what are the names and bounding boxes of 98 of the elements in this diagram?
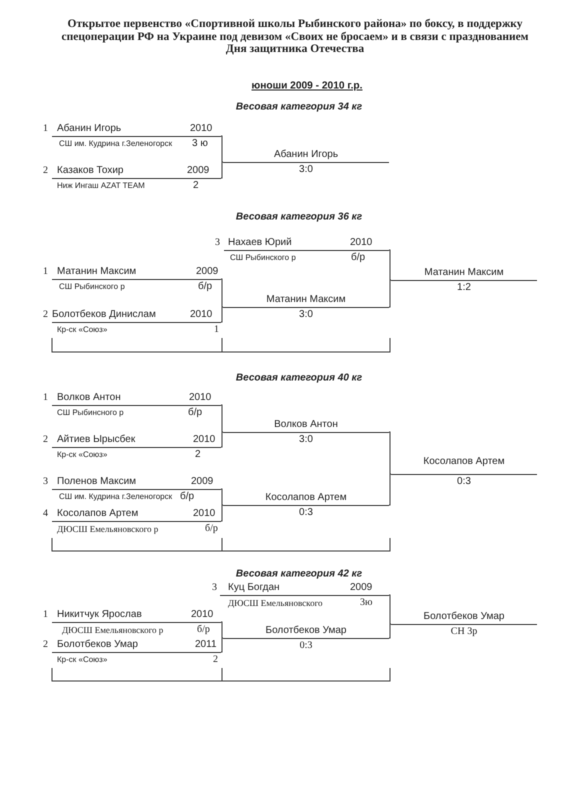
birth-year: 2009: [196, 265, 218, 279]
seed-number: 1: [43, 265, 48, 279]
bracket-connector: [388, 250, 392, 280]
sport-rank: б/р: [180, 490, 194, 504]
birth-year: 2010: [191, 608, 214, 622]
winner-name: Болотбеков Умар: [424, 611, 504, 622]
birth-year: 2010: [350, 236, 372, 250]
birth-year: 2010: [193, 507, 216, 521]
bracket-connector: [388, 594, 392, 624]
competitor-name: Косолапов Артем: [57, 507, 138, 521]
competitor-name: Болотбеков Умар: [57, 638, 138, 652]
club-name: СШ Рыбинсного р: [57, 407, 124, 419]
birth-year: 2009: [191, 475, 214, 489]
weight-category-heading: Весовая категория 36 кг: [236, 210, 362, 224]
club-name: ДЮСШ Емельяновского: [228, 597, 323, 610]
seed-number: 2: [43, 164, 48, 178]
age-group-heading: юноши 2009 - 2010 г.р.: [252, 80, 362, 92]
club-name: Кр-ск «Союз»: [57, 654, 108, 666]
weight-category-heading: Весовая категория 42 кг: [236, 568, 362, 580]
sport-rank: б/р: [188, 406, 202, 420]
sport-rank: 2: [193, 179, 199, 193]
bracket-connector: [220, 162, 224, 178]
birth-year: 2010: [190, 122, 212, 136]
sport-rank: б/р: [198, 280, 212, 294]
club-name: ДЮСШ Емельяновского р: [57, 523, 158, 536]
sport-rank: 1: [214, 323, 219, 337]
birth-year: 2010: [189, 391, 212, 405]
bracket-connector: [388, 624, 392, 638]
bout-score: 0:3: [457, 476, 471, 487]
bout-score: 1:2: [457, 282, 471, 293]
bout-score: 3:0: [299, 309, 313, 320]
bracket-connector: [220, 404, 224, 432]
sport-rank: 2: [213, 653, 218, 667]
bout-score: 0:3: [299, 507, 313, 518]
bracket-connector: [388, 474, 392, 506]
competitor-name: Нахаев Юрий: [228, 236, 292, 250]
birth-year: 2009: [350, 581, 372, 595]
title: Открытое первенство «Спортивной школы Рыбинского района» по боксу, в поддержку спецоперации РФ на Украине под девизом «Своих не бросаем» и в связи с празднованием Дня защитника Отечества: [60, 18, 530, 56]
winner-name: Матанин Максим: [424, 267, 504, 278]
bracket-connector: [220, 136, 224, 162]
bracket-connector: [220, 638, 224, 652]
seed-number: 3: [212, 581, 217, 595]
birth-year: 2009: [187, 164, 210, 178]
competitor-name: Волков Антон: [57, 391, 121, 405]
competitor-name: Абанин Игорь: [57, 122, 122, 136]
weight-category-heading: Весовая категория 34 кг: [236, 100, 362, 114]
seed-number: 2: [43, 308, 48, 322]
birth-year: 2010: [193, 433, 216, 447]
seed-number: 2: [43, 638, 48, 652]
sport-rank: б/р: [351, 251, 366, 265]
seed-number: 1: [43, 391, 48, 405]
bout-score: 3:0: [299, 434, 313, 445]
club-name: ДЮСШ Емельяновского р: [62, 624, 164, 637]
weight-category-heading: Весовая категория 40 кг: [236, 372, 362, 384]
club-name: Ниж Ингаш AZAT TEAM: [57, 180, 145, 192]
competitor-name: Матанин Максим: [57, 265, 136, 279]
club-name: СШ Рыбинского р: [59, 281, 125, 293]
winner-name: Косолапов Артем: [423, 456, 505, 467]
bracket-connector: [220, 306, 224, 322]
winner-name: Волков Антон: [274, 419, 338, 430]
birth-year: 2010: [190, 308, 212, 322]
bracket-connector: [220, 278, 224, 308]
competitor-name: Болотбеков Динислам: [52, 308, 156, 322]
seed-number: 1: [43, 608, 48, 622]
sport-rank: б/р: [205, 522, 218, 536]
club-name: СШ Рыбинского р: [230, 252, 296, 264]
winner-name: Косолапов Артем: [265, 492, 347, 503]
bracket-connector: [220, 504, 224, 522]
seed-number: 3: [43, 475, 48, 489]
bout-score: 3:0: [299, 164, 313, 175]
winner-name: Матанин Максим: [266, 294, 346, 305]
seed-number: 2: [43, 433, 48, 447]
winner-name: Болотбеков Умар: [266, 625, 346, 636]
competitor-name: Никитчук Ярослав: [57, 608, 142, 622]
club-name: Кр-ск «Союз»: [57, 449, 108, 461]
bracket-connector: [220, 622, 224, 638]
sport-rank: 2: [195, 448, 201, 462]
birth-year: 2011: [195, 638, 217, 652]
bout-score: 0:3: [300, 640, 312, 651]
club-name: Кр-ск «Союз»: [57, 324, 108, 336]
competitor-name: Айтиев Ырысбек: [57, 433, 136, 447]
bracket-connector: [220, 432, 224, 448]
seed-number: 1: [43, 122, 48, 136]
competitor-name: Поленов Максим: [57, 475, 136, 489]
club-name: СШ им. Кудрина г.Зеленогорск: [59, 138, 172, 150]
sport-rank: 3ю: [360, 596, 372, 610]
winner-name: Абанин Игорь: [274, 149, 338, 160]
seed-number: 4: [43, 507, 48, 521]
bout-score: СН 3р: [450, 626, 478, 637]
competitor-name: Куц Богдан: [228, 581, 280, 595]
bracket-connector: [220, 488, 224, 506]
seed-number: 3: [215, 236, 220, 250]
sport-rank: б/р: [197, 623, 210, 637]
bracket-connector: [388, 432, 392, 474]
sport-rank: 3 ю: [192, 137, 208, 151]
bracket-connector: [388, 280, 392, 308]
competitor-name: Казаков Тохир: [57, 164, 124, 178]
club-name: СШ им. Кудрина г.Зеленогорск: [59, 491, 172, 503]
